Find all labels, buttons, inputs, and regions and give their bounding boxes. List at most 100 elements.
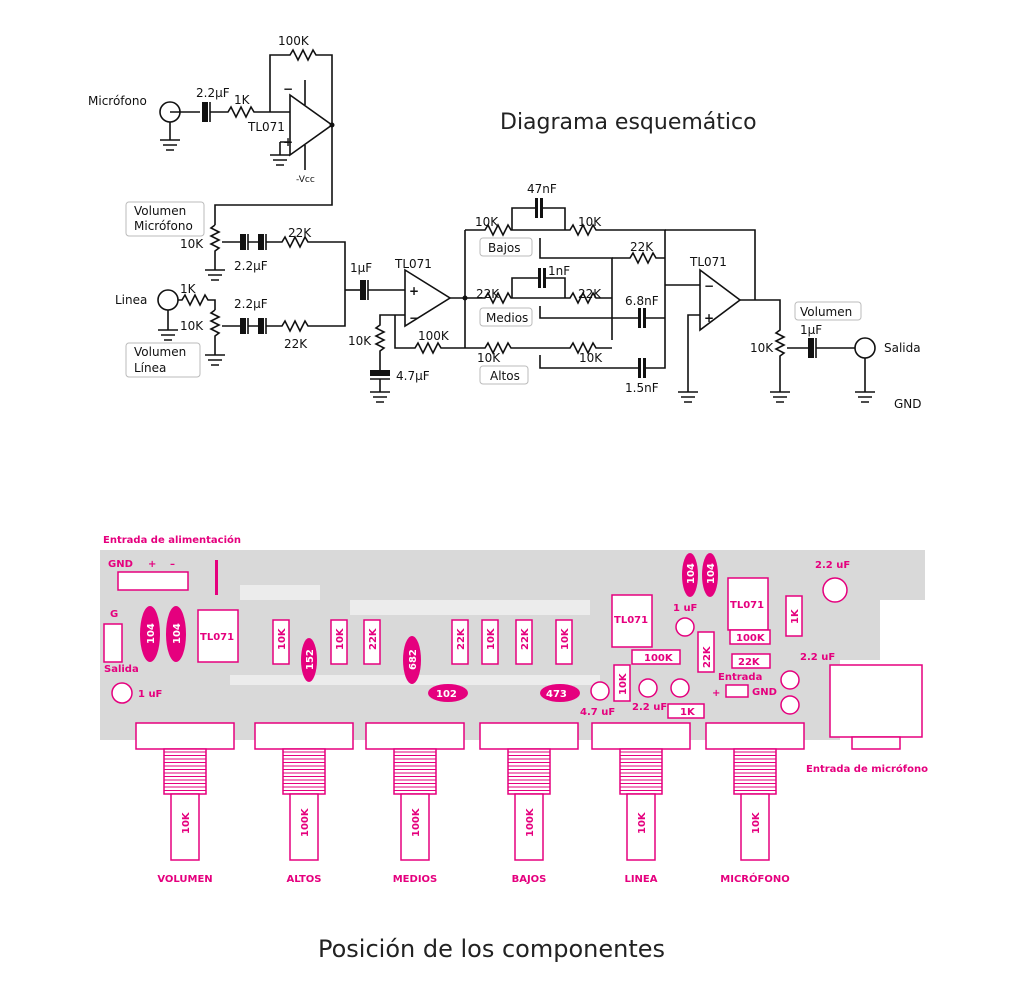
cap-label: 473 — [546, 689, 567, 700]
cap-label: 152 — [305, 649, 316, 670]
schematic-diagram: Diagrama esquemático Micrófono 2.2µF 1K … — [88, 34, 922, 411]
ground-symbol — [160, 122, 180, 151]
cap-label: 104 — [686, 563, 697, 584]
capacitor — [202, 102, 208, 122]
resistor — [210, 105, 285, 119]
box-text: Medios — [486, 311, 528, 325]
box-text: Volumen — [134, 345, 186, 359]
svg-text:−: − — [283, 82, 293, 96]
cap-label: 102 — [436, 689, 457, 700]
res-label: 22K — [368, 627, 379, 650]
cap-label: 104 — [706, 563, 717, 584]
ic-label: TL071 — [614, 615, 648, 626]
res-label: 10K — [560, 627, 571, 650]
ic-sockets: TL071 TL071 TL071 — [197, 577, 769, 663]
part-label: 1 uF — [673, 603, 697, 614]
cap-label: 104 — [172, 623, 183, 644]
box-text: Volumen — [800, 305, 852, 319]
output-connector: G Salida 1 uF — [103, 609, 162, 704]
res-label: 22K — [288, 226, 312, 240]
res-label: 22K — [456, 627, 467, 650]
res-label: 1K — [180, 282, 197, 296]
res-label: 10K — [475, 215, 499, 229]
pot-name-label: MICRÓFONO — [720, 872, 789, 885]
g-label: G — [110, 609, 118, 620]
output-stage: TL071 − + 10K 1µF Volumen Salida GND — [665, 229, 922, 411]
res-label: 10K — [578, 215, 602, 229]
ceramic-caps: 104 104 104 104 152 682 102 473 — [140, 553, 718, 702]
res-label: 22K — [520, 627, 531, 650]
microfono-label: Micrófono — [88, 94, 147, 108]
box-text: Línea — [134, 361, 166, 375]
res-label: 10K — [477, 351, 501, 365]
preamp-parts: 1 uF 100K 100K 22K 22K 1K 10K 4.7 uF 2.2… — [580, 560, 850, 719]
cap-label: 2.2µF — [234, 259, 268, 273]
mic-preamp-stage: Micrófono 2.2µF 1K 100K − + TL071 -Vcc — [88, 34, 335, 225]
vcc-label: -Vcc — [296, 175, 315, 185]
salida-label: Salida — [884, 341, 921, 355]
tone-controls: 47nF 10K 10K Bajos 22K 1nF 22K 22K Medio… — [465, 182, 700, 395]
cap-label: 1µF — [800, 323, 822, 337]
res-label: 22K — [578, 287, 602, 301]
part-label: 4.7 uF — [580, 707, 615, 718]
pot-value-label: 10K — [181, 811, 192, 834]
res-label: 1K — [680, 707, 696, 718]
res-label: 10K — [348, 334, 372, 348]
pot-mic — [205, 224, 225, 281]
res-label: 10K — [579, 351, 603, 365]
output-jack — [854, 337, 876, 359]
mic-input-jack: Entrada de micrófono — [806, 664, 928, 775]
cap-label: 1.5nF — [625, 381, 659, 395]
tone-resistors: 10K 10K 22K 22K 10K 22K 10K — [272, 619, 573, 665]
cap-label: 104 — [146, 623, 157, 644]
pcb-layout: Entrada de alimentación GND + – G Salida… — [100, 534, 928, 963]
res-label: 10K — [277, 627, 288, 650]
pot-name-label: VOLUMEN — [157, 874, 212, 885]
opamp-2 — [404, 268, 452, 328]
tone-opamp-stage: 1µF TL071 + − 10K 4.7µF 100K — [345, 230, 468, 403]
res-label: 10K — [486, 627, 497, 650]
pot-volumen[interactable]: 10K VOLUMEN — [135, 722, 235, 885]
ic-label: TL071 — [247, 120, 285, 134]
minus-label: – — [170, 559, 175, 570]
res-label: 1K — [790, 608, 801, 624]
res-label: 100K — [736, 633, 766, 644]
pot-value-label: 100K — [525, 807, 536, 837]
cap-label: 6.8nF — [625, 294, 659, 308]
entrada-label: Entrada — [718, 672, 762, 683]
linea-label: Linea — [115, 293, 147, 307]
res-label: 100K — [418, 329, 450, 343]
gnd-label: GND — [108, 559, 133, 570]
ic-label: TL071 — [394, 257, 432, 271]
pot-value-label: 100K — [411, 807, 422, 837]
cap-label: 4.7µF — [396, 369, 430, 383]
box-text: Bajos — [488, 241, 521, 255]
opamp-1 — [289, 93, 334, 157]
plus-label: + — [712, 688, 720, 699]
pot-label: 10K — [180, 319, 204, 333]
plus-label: + — [148, 559, 156, 570]
svg-text:−: − — [704, 279, 714, 293]
pot-value-label: 100K — [300, 807, 311, 837]
res-label: 22K — [630, 240, 654, 254]
power-connector: GND + – — [108, 559, 218, 595]
cap-label: 1µF — [350, 261, 372, 275]
ic-label: TL071 — [200, 632, 234, 643]
ic-label: TL071 — [730, 600, 764, 611]
cap-label: 2.2µF — [196, 86, 230, 100]
res-label: 100K — [278, 34, 310, 48]
part-label: 2.2 uF — [815, 560, 850, 571]
cap-label: 682 — [408, 649, 419, 670]
pot-label: 10K — [750, 341, 774, 355]
box-text: Micrófono — [134, 219, 193, 233]
mic-input-label: Entrada de micrófono — [806, 763, 928, 775]
res-label: 10K — [335, 627, 346, 650]
ic-label: TL071 — [689, 255, 727, 269]
svg-text:−: − — [409, 311, 419, 325]
pcb-title: Posición de los componentes — [318, 935, 665, 963]
